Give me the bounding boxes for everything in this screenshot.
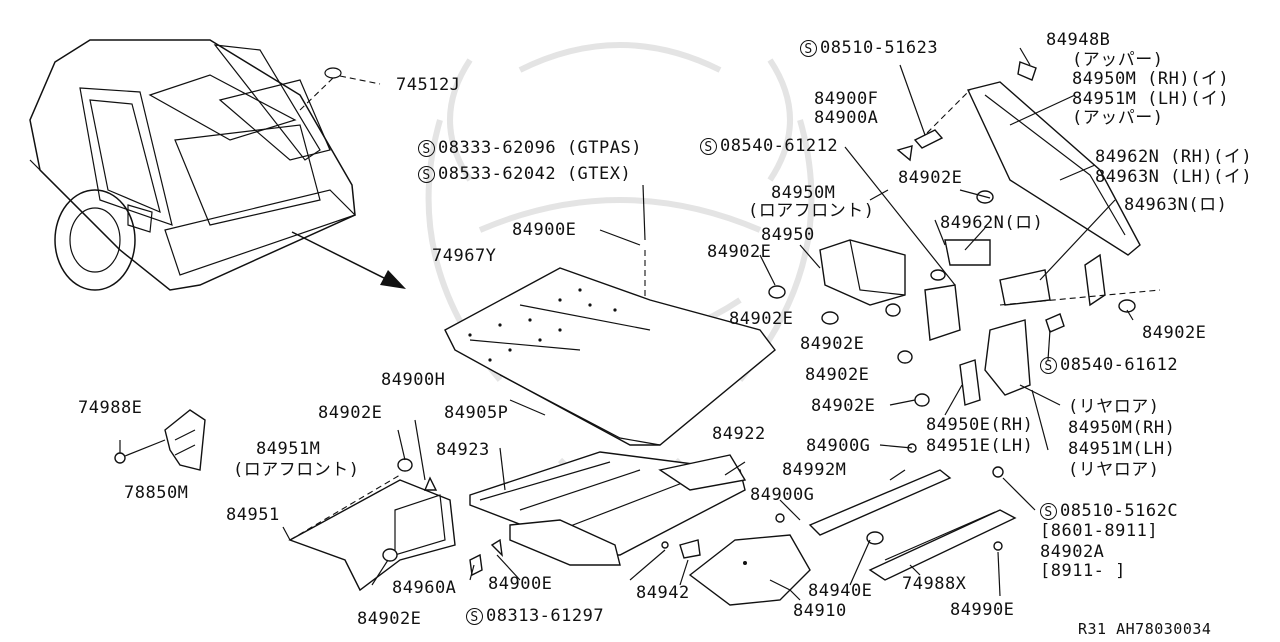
label-rear-lower-2: (リヤロア) (1068, 460, 1160, 480)
label-84910: 84910 (793, 601, 847, 621)
label-84902E-b: 84902E (707, 242, 772, 262)
label-84902E-a: 84902E (898, 168, 963, 188)
label-84948B: 84948B (1046, 30, 1111, 50)
label-84902A: 84902A (1040, 542, 1105, 562)
label-84942: 84942 (636, 583, 690, 603)
label-upper-1: (アッパー) (1072, 50, 1164, 70)
label-84902E-h: 84902E (357, 609, 422, 629)
label-84940E: 84940E (808, 581, 873, 601)
label-84992M: 84992M (782, 460, 847, 480)
label-84960A: 84960A (392, 578, 457, 598)
label-84900G-b: 84900G (750, 485, 815, 505)
label-84950: 84950 (761, 225, 815, 245)
label-rear-lower-1: (リヤロア) (1068, 397, 1160, 417)
label-84951M-lh-i: 84951M (LH)(イ) (1072, 89, 1230, 109)
label-84900H: 84900H (381, 370, 446, 390)
label-84902E-right: 84902E (1142, 323, 1207, 343)
label-84902E-e: 84902E (805, 365, 870, 385)
bracket-78850M (114, 409, 206, 471)
right-trim-panels (768, 129, 1161, 407)
label-84962N-rh: 84962N (RH)(イ) (1095, 147, 1253, 167)
label-84902E-c: 84902E (729, 309, 794, 329)
label-84963N-ro: 84963N(ロ) (1124, 195, 1228, 215)
label-range-1: [8601-8911] (1040, 521, 1159, 541)
label-84950E-rh: 84950E(RH) (926, 415, 1034, 435)
label-84962N-ro: 84962N(ロ) (940, 213, 1044, 233)
label-74988X: 74988X (902, 574, 967, 594)
label-84922: 84922 (712, 424, 766, 444)
leader-lines (282, 47, 1134, 601)
car-illustration (29, 39, 381, 291)
lower-right-rails (469, 443, 1017, 581)
label-84900E-a: 84900E (512, 220, 577, 240)
label-84900A: 84900A (814, 108, 879, 128)
label-range-2: [8911- ] (1040, 561, 1126, 581)
label-74967Y: 74967Y (432, 246, 497, 266)
label-84923: 84923 (436, 440, 490, 460)
label-upper-2: (アッパー) (1072, 108, 1164, 128)
label-lower-front-1: (ロアフロント) (748, 201, 875, 221)
label-84951M-lh: 84951M(LH) (1068, 439, 1176, 459)
label-84902E-f: 84902E (318, 403, 383, 423)
label-84963N-lh: 84963N (LH)(イ) (1095, 167, 1253, 187)
label-84950M-rh: 84950M(RH) (1068, 418, 1176, 438)
label-84951: 84951 (226, 505, 280, 525)
label-84900E-b: 84900E (488, 574, 553, 594)
direction-arrow (291, 231, 406, 289)
lower-tray (469, 451, 747, 566)
floor-board (444, 267, 776, 446)
label-84900G-a: 84900G (806, 436, 871, 456)
left-side-trim (288, 458, 456, 592)
label-74512J: 74512J (396, 75, 461, 95)
label-84900F: 84900F (814, 89, 879, 109)
label-84905P: 84905P (444, 403, 509, 423)
label-84950M-lower-front: 84950M (771, 183, 836, 203)
label-84902E-d: 84902E (800, 334, 865, 354)
label-78850M: 78850M (124, 483, 189, 503)
label-84950M-rh-i: 84950M (RH)(イ) (1072, 69, 1230, 89)
upper-right-trim (919, 61, 1141, 313)
label-84902E-g: 84902E (811, 396, 876, 416)
tire-cover (688, 534, 811, 606)
label-lower-front-2: (ロアフロント) (233, 460, 360, 480)
label-84951E-lh: 84951E(LH) (926, 436, 1034, 456)
label-84990E: 84990E (950, 600, 1015, 620)
label-74988E: 74988E (78, 398, 143, 418)
diagram-footer-code: R31 AH78030034 (1078, 620, 1212, 638)
label-84951M-lower-front: 84951M (256, 439, 321, 459)
